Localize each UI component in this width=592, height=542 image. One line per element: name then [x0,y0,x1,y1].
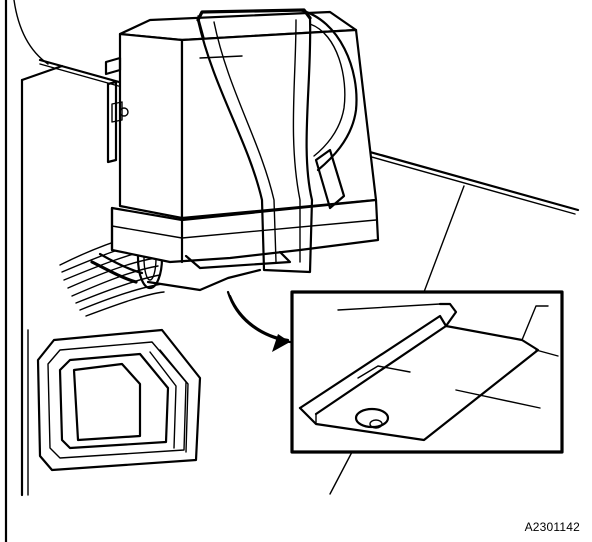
detail-inset [290,290,564,454]
leader-lines [329,185,465,495]
retaining-strap [196,8,358,274]
figure-id-label: A2301142 [524,520,580,534]
callout-arrow [226,290,292,352]
body-panel-edge [4,0,64,542]
relay-module [104,10,378,220]
grommet [36,328,202,472]
